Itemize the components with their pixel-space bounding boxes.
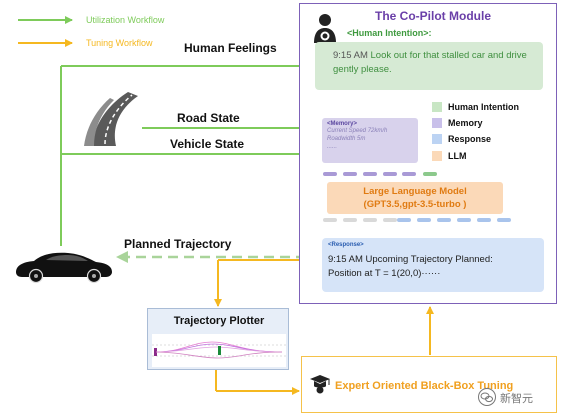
response-token xyxy=(497,218,511,222)
key-swatch-memory xyxy=(432,118,442,128)
response-token xyxy=(457,218,471,222)
memory-line: ...... xyxy=(327,144,338,150)
memory-box: <Memory> Current Speed 72km/h Roadwidth … xyxy=(322,118,418,163)
watermark: 新智元 xyxy=(478,386,558,408)
memory-token xyxy=(323,172,337,176)
response-token xyxy=(437,218,451,222)
planned-trajectory-label: Planned Trajectory xyxy=(124,237,232,251)
response-token xyxy=(397,218,411,222)
memory-token xyxy=(343,172,357,176)
key-swatch-response xyxy=(432,134,442,144)
road-state-label: Road State xyxy=(177,111,240,125)
response-line: 9:15 AM Upcoming Trajectory Planned: xyxy=(328,254,493,265)
memory-line: Current Speed 72km/h xyxy=(327,128,388,134)
memory-line: Roadwidth 5m xyxy=(327,136,366,142)
vehicle-state-label: Vehicle State xyxy=(170,137,245,151)
output-token xyxy=(383,218,397,222)
key-swatch-human-intention xyxy=(432,102,442,112)
key-label: Memory xyxy=(448,118,483,128)
llm-title: Large Language Model xyxy=(363,186,467,197)
response-token xyxy=(417,218,431,222)
human-intention-time: 9:15 AM xyxy=(333,50,368,61)
human-intention-title: <Human Intention>: xyxy=(347,28,432,38)
expert-label: Expert Oriented Black-Box Tuning xyxy=(335,380,514,392)
wechat-icon xyxy=(478,388,496,406)
key-swatch-llm xyxy=(432,151,442,161)
road-icon xyxy=(84,92,138,146)
response-token xyxy=(477,218,491,222)
output-token xyxy=(343,218,357,222)
memory-token xyxy=(363,172,377,176)
response-box: <Response> 9:15 AM Upcoming Trajectory P… xyxy=(322,238,544,292)
car-icon xyxy=(16,252,112,284)
trajectory-plotter: Trajectory Plotter xyxy=(147,308,289,370)
human-intention-box: 9:15 AM Look out for that stalled car an… xyxy=(315,42,543,90)
legend-utilization-label: Utilization Workflow xyxy=(86,15,165,25)
key-label: Response xyxy=(448,134,492,144)
output-token xyxy=(323,218,337,222)
llm-box: Large Language Model (GPT3.5,gpt-3.5-tur… xyxy=(327,182,503,214)
intention-token xyxy=(423,172,437,176)
trajectory-plot xyxy=(152,334,286,367)
memory-title: <Memory> xyxy=(327,121,358,127)
key-label: LLM xyxy=(448,151,467,161)
graduation-cap-icon xyxy=(310,375,330,394)
output-token xyxy=(363,218,377,222)
driver-icon xyxy=(314,14,336,43)
response-title: <Response> xyxy=(328,242,364,248)
expert-tuning-box xyxy=(301,356,557,413)
memory-token xyxy=(402,172,416,176)
response-line: Position at T = 1(20,0)······ xyxy=(328,268,441,279)
plotter-title: Trajectory Plotter xyxy=(173,315,265,327)
key-label: Human Intention xyxy=(448,102,519,112)
legend-tuning-label: Tuning Workflow xyxy=(86,38,153,48)
llm-subtitle: (GPT3.5,gpt-3.5-turbo ) xyxy=(363,199,467,210)
memory-token xyxy=(383,172,397,176)
copilot-title: The Co-Pilot Module xyxy=(375,9,491,23)
watermark-text: 新智元 xyxy=(500,393,533,405)
human-feelings-label: Human Feelings xyxy=(184,41,277,55)
human-intention-text: Look out for that stalled car and drive … xyxy=(333,50,527,75)
